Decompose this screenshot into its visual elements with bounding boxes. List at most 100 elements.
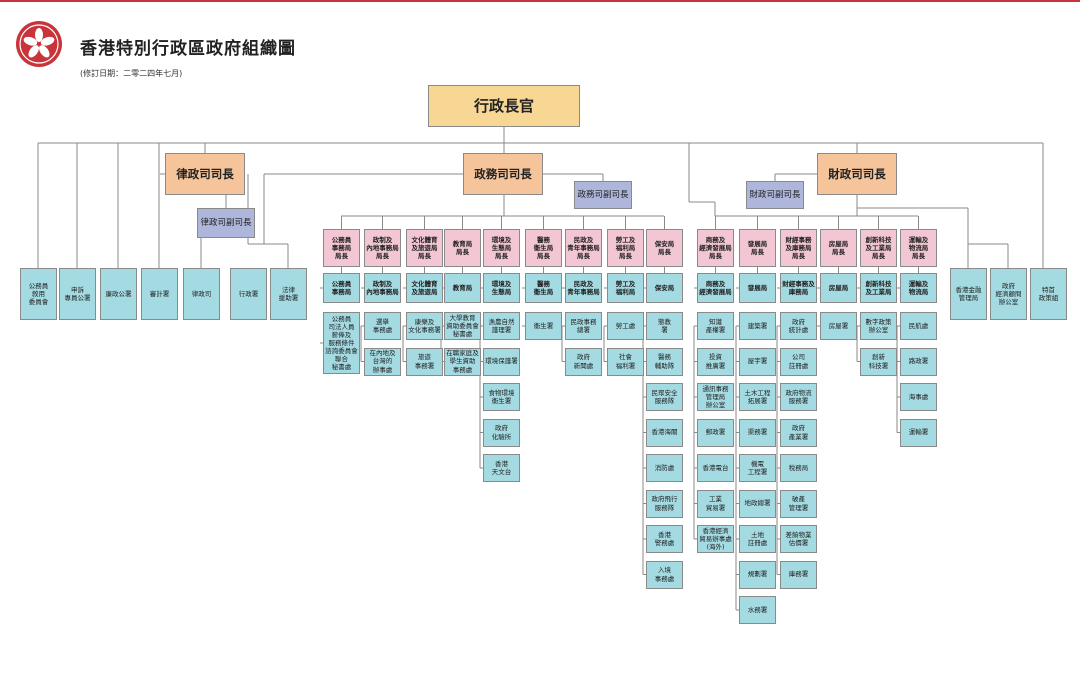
bureau-office-box: 勞工及 福利局 [607,273,644,303]
department-box: 民政事務 總署 [565,312,602,340]
department-box: 破產 管理署 [780,489,817,518]
department-box: 運輸署 [900,418,937,447]
financial-secretary-box: 財政司司長 [817,153,897,195]
bureau-secretary-box: 民政及 青年事務局 局長 [565,229,602,267]
bureau-secretary-box: 文化體育 及旅遊局 局長 [406,229,443,267]
hksar-emblem-icon [16,21,62,67]
deputy-financial-secretary-box: 財政司副司長 [746,181,804,209]
bureau-office-box: 財經事務及 庫務局 [780,273,817,303]
department-box: 環境保護署 [483,347,520,376]
bureau-secretary-box: 財經事務 及庫務局 局長 [780,229,817,267]
department-box: 公務員 司法人員 薪俸及 服務條件 諮詢委員會 聯合 秘書處 [323,312,360,374]
department-box: 土地 註冊處 [739,525,776,553]
department-box: 懲教 署 [646,312,683,340]
department-box: 醫務 輔助隊 [646,347,683,376]
ceo-office-box: 審計署 [141,268,178,320]
department-box: 工業 貿易署 [697,489,734,518]
bureau-office-box: 醫務 衞生局 [525,273,562,303]
bureau-secretary-box: 商務及 經濟發展局 局長 [697,229,734,267]
ceo-office-box: 政府 經濟顧問 辦公室 [990,268,1027,320]
chief-executive-box: 行政長官 [428,85,580,127]
department-box: 渠務署 [739,418,776,447]
department-box: 旅遊 事務署 [406,347,443,376]
department-box: 在內地及 台灣的 辦事處 [364,347,401,376]
department-box: 在職家庭及 學生資助 事務處 [444,347,481,376]
deputy-secretary-for-justice-box: 律政司副司長 [197,208,255,238]
department-box: 香港經濟 貿易辦事處 (海外) [697,525,734,553]
department-box: 政府飛行 服務隊 [646,489,683,518]
bureau-office-box: 房屋局 [820,273,857,303]
bureau-secretary-box: 運輸及 物流局 局長 [900,229,937,267]
department-box: 土木工程 拓展署 [739,383,776,411]
bureau-secretary-box: 教育局 局長 [444,229,481,267]
department-box: 康樂及 文化事務署 [406,312,443,340]
department-box: 數字政策 辦公室 [860,312,897,340]
department-box: 香港海關 [646,418,683,447]
department-box: 差餉物業 估價署 [780,525,817,553]
department-box: 路政署 [900,347,937,376]
department-box: 民眾安全 服務隊 [646,383,683,411]
bureau-office-box: 運輸及 物流局 [900,273,937,303]
bureau-office-box: 發展局 [739,273,776,303]
bureau-secretary-box: 政制及 內地事務局 局長 [364,229,401,267]
department-box: 投資 推廣署 [697,347,734,376]
department-box: 通訊事務 管理局 辦公室 [697,383,734,411]
department-box: 政府 化驗所 [483,418,520,447]
bureau-office-box: 商務及 經濟發展局 [697,273,734,303]
department-box: 規劃署 [739,560,776,589]
sj-department-box: 律政司 [183,268,220,320]
department-box: 房屋署 [820,312,857,340]
bureau-office-box: 文化體育 及旅遊局 [406,273,443,303]
department-box: 漁農自然 護理署 [483,312,520,340]
department-box: 選舉 事務處 [364,312,401,340]
bureau-secretary-box: 醫務 衞生局 局長 [525,229,562,267]
department-box: 入境 事務處 [646,560,683,589]
bureau-secretary-box: 環境及 生態局 局長 [483,229,520,267]
department-box: 食物環境 衞生署 [483,383,520,411]
bureau-office-box: 環境及 生態局 [483,273,520,303]
bureau-secretary-box: 發展局 局長 [739,229,776,267]
department-box: 政府 產業署 [780,418,817,447]
bureau-office-box: 公務員 事務局 [323,273,360,303]
department-box: 政府物流 服務署 [780,383,817,411]
sj-department-box: 行政署 [230,268,267,320]
bureau-office-box: 教育局 [444,273,481,303]
secretary-for-justice-box: 律政司司長 [165,153,245,195]
bureau-secretary-box: 勞工及 福利局 局長 [607,229,644,267]
department-box: 民航處 [900,312,937,340]
page-title: 香港特別行政區政府組織圖 [80,39,296,59]
department-box: 消防處 [646,454,683,482]
department-box: 公司 註冊處 [780,347,817,376]
department-box: 政府 新聞處 [565,347,602,376]
department-box: 香港電台 [697,454,734,482]
department-box: 勞工處 [607,312,644,340]
department-box: 屋宇署 [739,347,776,376]
department-box: 機電 工程署 [739,454,776,482]
bureau-secretary-box: 保安局 局長 [646,229,683,267]
department-box: 衞生署 [525,312,562,340]
department-box: 香港 警務處 [646,525,683,553]
bureau-secretary-box: 公務員 事務局 局長 [323,229,360,267]
department-box: 社會 福利署 [607,347,644,376]
ceo-office-box: 廉政公署 [100,268,137,320]
department-box: 地政總署 [739,489,776,518]
department-box: 海事處 [900,383,937,411]
department-box: 知識 產權署 [697,312,734,340]
department-box: 政府 統計處 [780,312,817,340]
bureau-secretary-box: 房屋局 局長 [820,229,857,267]
department-box: 大學教育 資助委員會 秘書處 [444,312,481,340]
department-box: 水務署 [739,596,776,624]
top-accent-line [0,0,1080,2]
bureau-office-box: 民政及 青年事務局 [565,273,602,303]
sj-department-box: 法律 援助署 [270,268,307,320]
department-box: 郵政署 [697,418,734,447]
department-box: 稅務局 [780,454,817,482]
revision-date: (修訂日期：二零二四年七月) [80,69,183,78]
bureau-office-box: 創新科技 及工業局 [860,273,897,303]
department-box: 創新 科技署 [860,347,897,376]
department-box: 庫務署 [780,560,817,589]
ceo-office-box: 香港金融 管理局 [950,268,987,320]
deputy-chief-secretary-box: 政務司副司長 [574,181,632,209]
ceo-office-box: 特首 政策組 [1030,268,1067,320]
ceo-office-box: 公務員 敘用 委員會 [20,268,57,320]
